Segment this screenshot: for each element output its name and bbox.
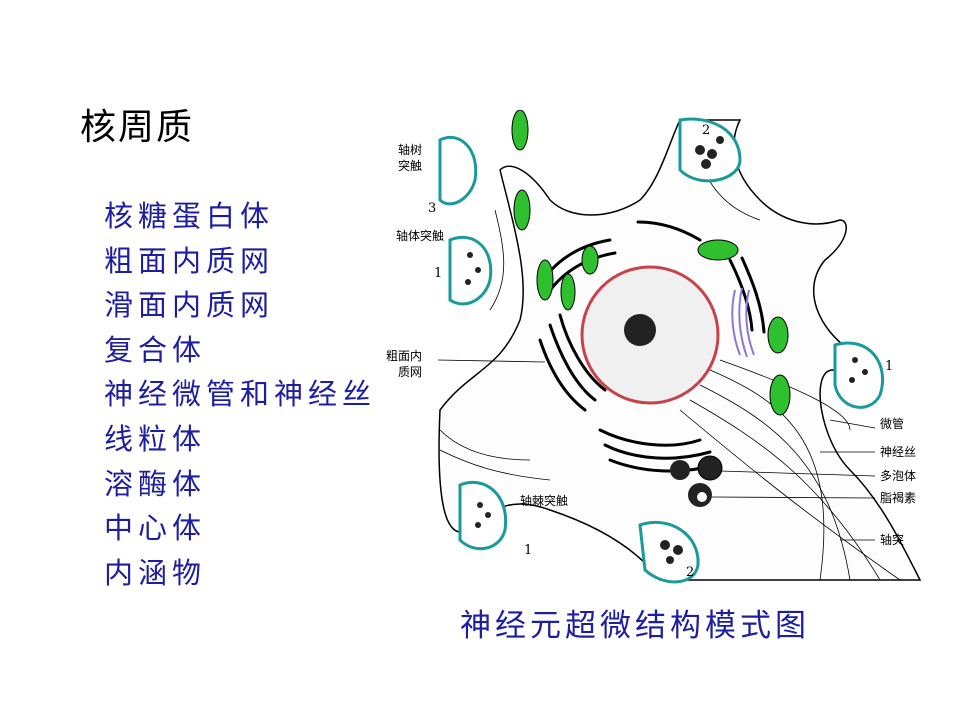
number-3: 3 — [428, 201, 436, 216]
label-rer-line2: 质网 — [398, 365, 422, 379]
list-item: 溶酶体 — [104, 466, 207, 501]
label-axon: 轴突 — [880, 532, 904, 547]
synaptic-terminals — [438, 117, 885, 584]
neuron-ultrastructure-diagram: 轴树 突触 3 轴体突触 1 粗面内 质网 轴棘突触 1 2 2 1 微管 神经… — [386, 110, 922, 584]
number-1-bottom: 1 — [524, 543, 532, 558]
label-axospinous: 轴棘突触 — [520, 493, 568, 508]
label-axodendritic-line2: 突触 — [398, 158, 422, 173]
list-item: 复合体 — [104, 332, 207, 367]
label-neurofilament: 神经丝 — [880, 445, 916, 459]
list-item: 内涵物 — [104, 555, 207, 590]
lipofuscin-core — [697, 492, 707, 502]
list-item: 中心体 — [104, 511, 207, 546]
list-item: 线粒体 — [104, 421, 207, 456]
list-item: 滑面内质网 — [104, 288, 275, 323]
nucleolus — [624, 314, 656, 346]
figure-caption: 神经元超微结构模式图 — [460, 608, 810, 644]
neurofilament-lines — [439, 159, 901, 581]
label-rer-line1: 粗面内 — [386, 349, 422, 363]
number-1-left: 1 — [434, 266, 442, 281]
label-multivesicular: 多泡体 — [880, 469, 916, 483]
label-axodendritic-line1: 轴树 — [398, 142, 422, 157]
list-item: 神经微管和神经丝 — [104, 377, 377, 412]
label-axosomatic: 轴体突触 — [396, 228, 444, 243]
number-1-right: 1 — [885, 359, 893, 374]
multivesicular-body — [670, 460, 690, 480]
golgi-apparatus — [731, 287, 755, 358]
number-2-top: 2 — [702, 123, 710, 138]
perikaryon-component-list: 核糖蛋白体 粗面内质网 滑面内质网 复合体 神经微管和神经丝 线粒体 溶酶体 中… — [104, 194, 376, 595]
leader-lines — [437, 359, 876, 541]
number-2-bottom: 2 — [686, 565, 694, 580]
page-title: 核周质 — [80, 107, 195, 148]
list-item: 粗面内质网 — [104, 243, 275, 278]
multivesicular-body — [697, 455, 723, 481]
label-lipofuscin: 脂褐素 — [880, 490, 916, 505]
label-microtubule: 微管 — [880, 416, 904, 431]
list-item: 核糖蛋白体 — [104, 199, 275, 233]
mitochondria — [511, 110, 791, 416]
